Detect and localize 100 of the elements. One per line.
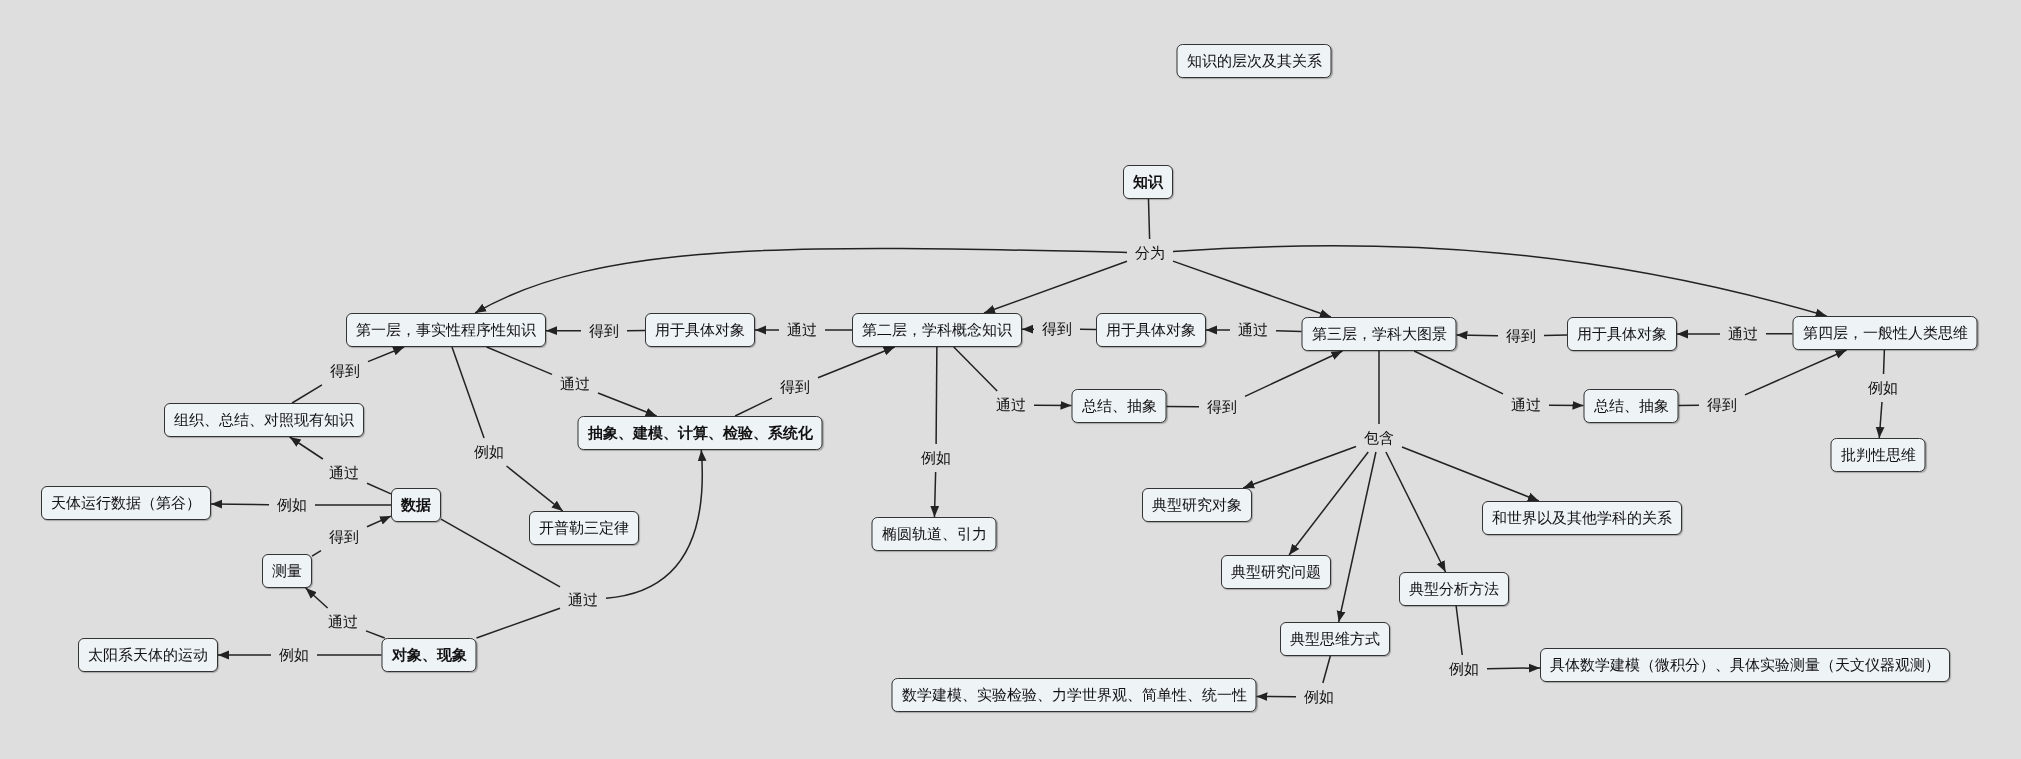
concept-box: 总结、抽象 [1071,389,1167,423]
connector-line [1165,405,1200,408]
linking-phrase: 例如 [1441,655,1487,683]
arrow [1021,324,1035,334]
linking-phrase: 通过 [1720,320,1766,348]
linking-phrase: 包含 [1356,424,1402,452]
connector-line [1543,334,1568,337]
concept-box: 天体运行数据（第谷） [41,486,211,520]
concept-box: 第一层，事实性程序性知识 [346,313,546,347]
connector-line [485,346,553,376]
arrow [210,499,270,509]
arrow [930,471,940,518]
arrow [1242,445,1357,489]
concept-box: 用于具体对象 [1096,313,1206,347]
linking-phrase: 通过 [560,586,606,614]
concept-box: 组织、总结、对照现有知识 [164,403,364,437]
concept-box: 典型研究对象 [1142,488,1252,522]
concept-box: 第三层，学科大图景 [1301,317,1457,351]
arrow [1255,692,1297,701]
linking-phrase: 得到 [581,317,627,345]
arrow [1205,325,1231,335]
linking-phrase: 例如 [1860,374,1906,402]
connector-line [475,607,561,639]
title-box: 知识的层次及其关系 [1176,44,1332,78]
concept-box: 知识 [1123,165,1173,199]
arrow [1244,350,1344,398]
linking-phrase: 得到 [1699,391,1745,419]
arrow [983,260,1128,314]
connector-line [1378,350,1380,425]
concept-box: 用于具体对象 [645,313,755,347]
arrow [1033,401,1073,410]
connector-line [1413,350,1504,395]
concept-box: 典型分析方法 [1399,572,1509,606]
concept-box: 太阳系天体的运动 [78,638,218,672]
concept-box: 具体数学建模（微积分）、具体实验测量（天文仪器观测） [1540,648,1950,682]
linking-phrase: 得到 [1199,393,1245,421]
linking-phrase: 得到 [322,357,368,385]
linking-phrase: 通过 [1503,391,1549,419]
connector-line [1882,349,1886,375]
arrow [1288,451,1369,556]
arrow [1486,663,1541,673]
concept-box: 对象、现象 [381,638,477,672]
concept-box: 总结、抽象 [1583,389,1679,423]
connector-line [935,346,938,445]
linking-phrase: 得到 [1034,315,1080,343]
linking-phrase: 例如 [1296,683,1342,711]
concept-box: 批判性思维 [1830,438,1926,472]
arrow [1875,401,1885,439]
linking-phrase: 分为 [1127,239,1173,267]
connector-line [451,346,485,439]
arrow [1744,349,1848,396]
connector-line [1275,330,1303,333]
connector-line [440,518,561,588]
concept-box: 第二层，学科概念知识 [852,313,1022,347]
arrow [1676,329,1721,339]
linking-phrase: 通过 [1230,316,1276,344]
arrow [1455,330,1499,340]
concept-box: 椭圆轨道、引力 [871,517,997,551]
arrow [367,346,405,363]
linking-phrase: 通过 [779,316,825,344]
concept-box: 和世界以及其他学科的关系 [1482,501,1682,535]
arrow [1548,401,1585,410]
concept-box: 第四层，一般性人类思维 [1792,316,1978,350]
connector-line [824,329,853,331]
arrow [1172,245,1828,318]
connector-line [953,346,998,392]
connector-line [291,384,323,404]
concept-box: 数学建模、实验检验、力学世界观、简单性、统一性 [891,678,1257,712]
arrow [1401,446,1540,502]
arrow [1385,451,1447,573]
arrow [288,436,324,460]
linking-phrase: 得到 [1498,322,1544,350]
connector-line [316,654,383,656]
connector-line [1677,404,1700,407]
concept-box: 测量 [262,554,312,588]
concept-box: 数据 [391,488,441,522]
arrow [754,325,780,335]
connector-line [314,504,392,506]
concept-box: 用于具体对象 [1567,317,1677,351]
connector-line [626,329,646,332]
arrow [474,247,1128,314]
arrow [1172,260,1332,318]
connector-line [1322,655,1332,684]
arrow [597,392,658,417]
linking-phrase: 得到 [772,373,818,401]
concept-box: 典型研究问题 [1221,555,1331,589]
linking-phrase: 例如 [271,641,317,669]
arrow [304,587,329,609]
concept-box: 典型思维方式 [1280,622,1390,656]
arrow [505,465,564,512]
connector-line [365,630,386,639]
connector-line [1765,332,1794,335]
arrow [366,515,392,528]
linking-phrase: 通过 [320,608,366,636]
connector-line [1455,605,1463,656]
linking-phrase: 得到 [321,523,367,551]
arrow [545,326,582,336]
arrow [1336,451,1377,623]
linking-phrase: 例如 [269,491,315,519]
arrow [817,346,896,379]
